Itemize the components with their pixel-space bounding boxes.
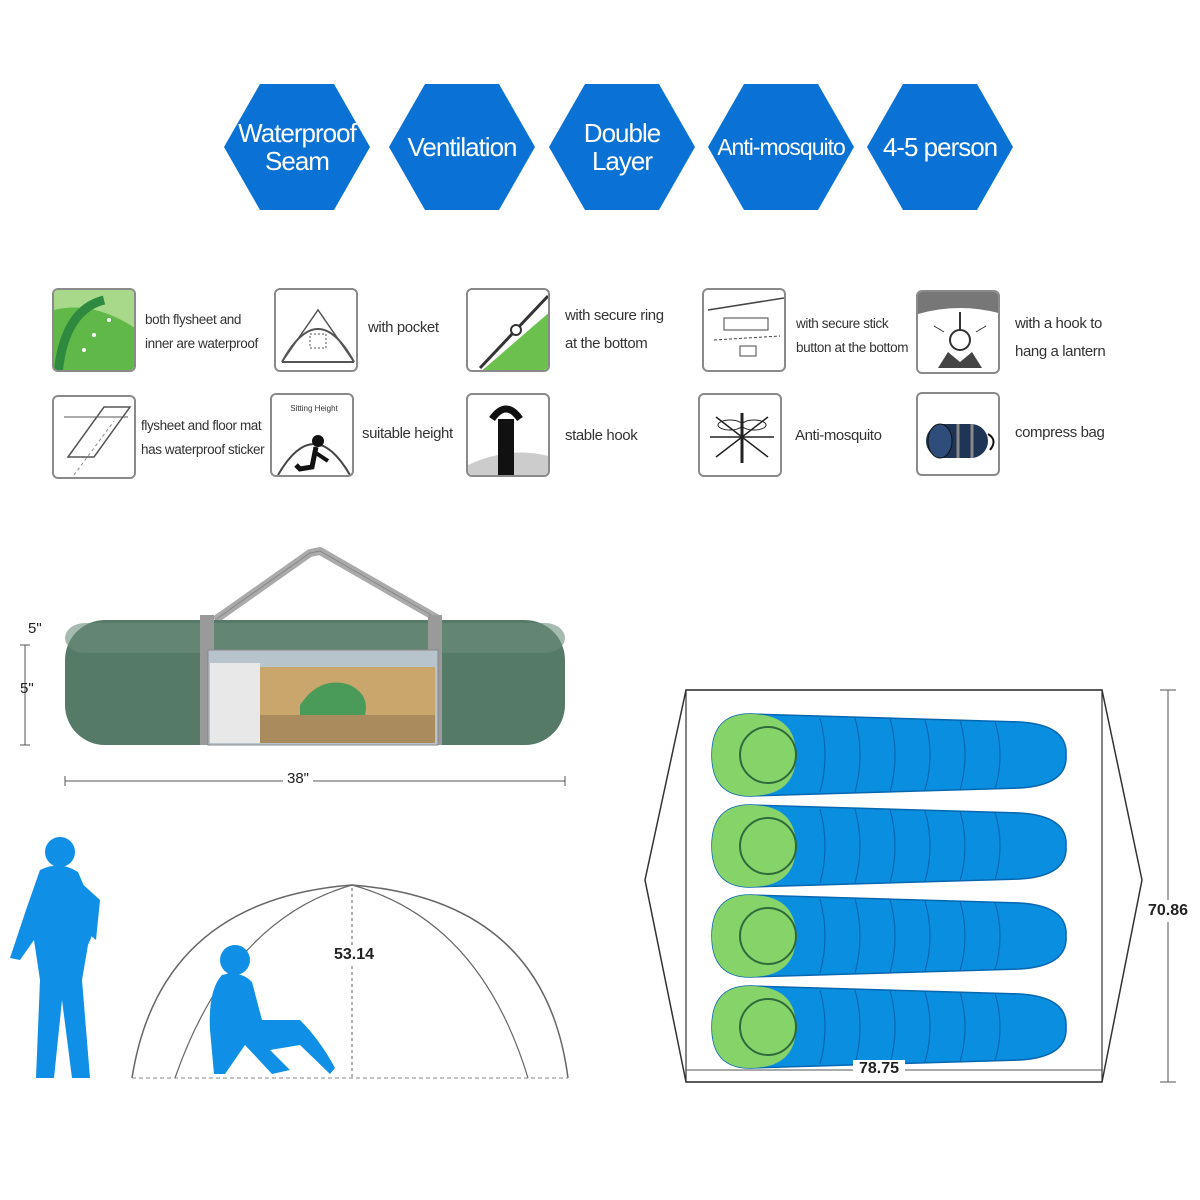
feature-label: stable hook [565,427,638,444]
sitting-height-icon: Sitting Height [270,393,354,477]
feature-label: with pocket [368,319,439,336]
tent-outline [131,884,569,1079]
badge-label: 4-5 person [882,132,998,162]
hexagon-shape [224,84,370,210]
tent-height-label: 53.14 [332,946,377,964]
badge-ventilation: Ventilation [387,82,537,212]
standing-person-icon [10,837,100,1078]
badge-label: Double Layer [583,118,661,176]
hexagon-shape [549,84,695,210]
feature-label: with secure ring at the bottom [565,307,664,352]
badge-label: Ventilation [407,132,518,162]
bag-length-label: 38" [283,770,314,787]
carry-bag-illustration [20,547,566,786]
tent-pocket-icon [274,288,358,372]
sleeping-bag-3 [711,894,1067,978]
waterproof-fabric-icon [52,288,136,372]
tent-width-label: 78.75 [853,1060,906,1078]
secure-ring-icon [466,288,550,372]
hexagon-shape [389,84,535,210]
sticker-icon [52,395,136,479]
badge-label: Anti-mosquito [717,134,846,160]
bag-height-top-label: 5" [28,620,42,637]
badge-label: Waterproof Seam [238,118,357,176]
sitting-person-icon [209,945,335,1074]
badge-4-5-person: 4-5 person [865,82,1015,212]
sleeping-bag-4 [711,985,1067,1069]
mosquito-icon [698,393,782,477]
tent-side-view [10,837,569,1079]
badge-double-layer: Double Layer [547,82,697,212]
lantern-hook-icon [916,290,1000,374]
sleeping-bag-1 [711,713,1067,797]
feature-label: with a hook to hang a lantern [1015,315,1106,360]
badge-anti-mosquito: Anti-mosquito [706,82,856,212]
sitting-height-caption: Sitting Height [290,404,338,413]
hexagon-shape [867,84,1013,210]
feature-label: compress bag [1015,424,1105,441]
tent-floor-plan [644,689,1176,1083]
hexagon-shape [708,84,854,210]
feature-label: both flysheet and inner are waterproof [145,312,258,351]
tent-depth-label: 70.86 [1148,900,1189,922]
sleeping-bag-2 [711,804,1067,888]
stable-hook-icon [466,393,550,477]
secure-stick-icon [702,288,786,372]
bag-height-label: 5" [20,680,34,697]
feature-label: suitable height [362,425,453,442]
feature-label: with secure stick button at the bottom [796,316,909,355]
feature-label: Anti-mosquito [795,427,882,444]
badge-waterproof-seam: Waterproof Seam [222,82,372,212]
feature-label: flysheet and floor mat has waterproof st… [141,418,265,457]
compress-bag-icon [916,392,1000,476]
